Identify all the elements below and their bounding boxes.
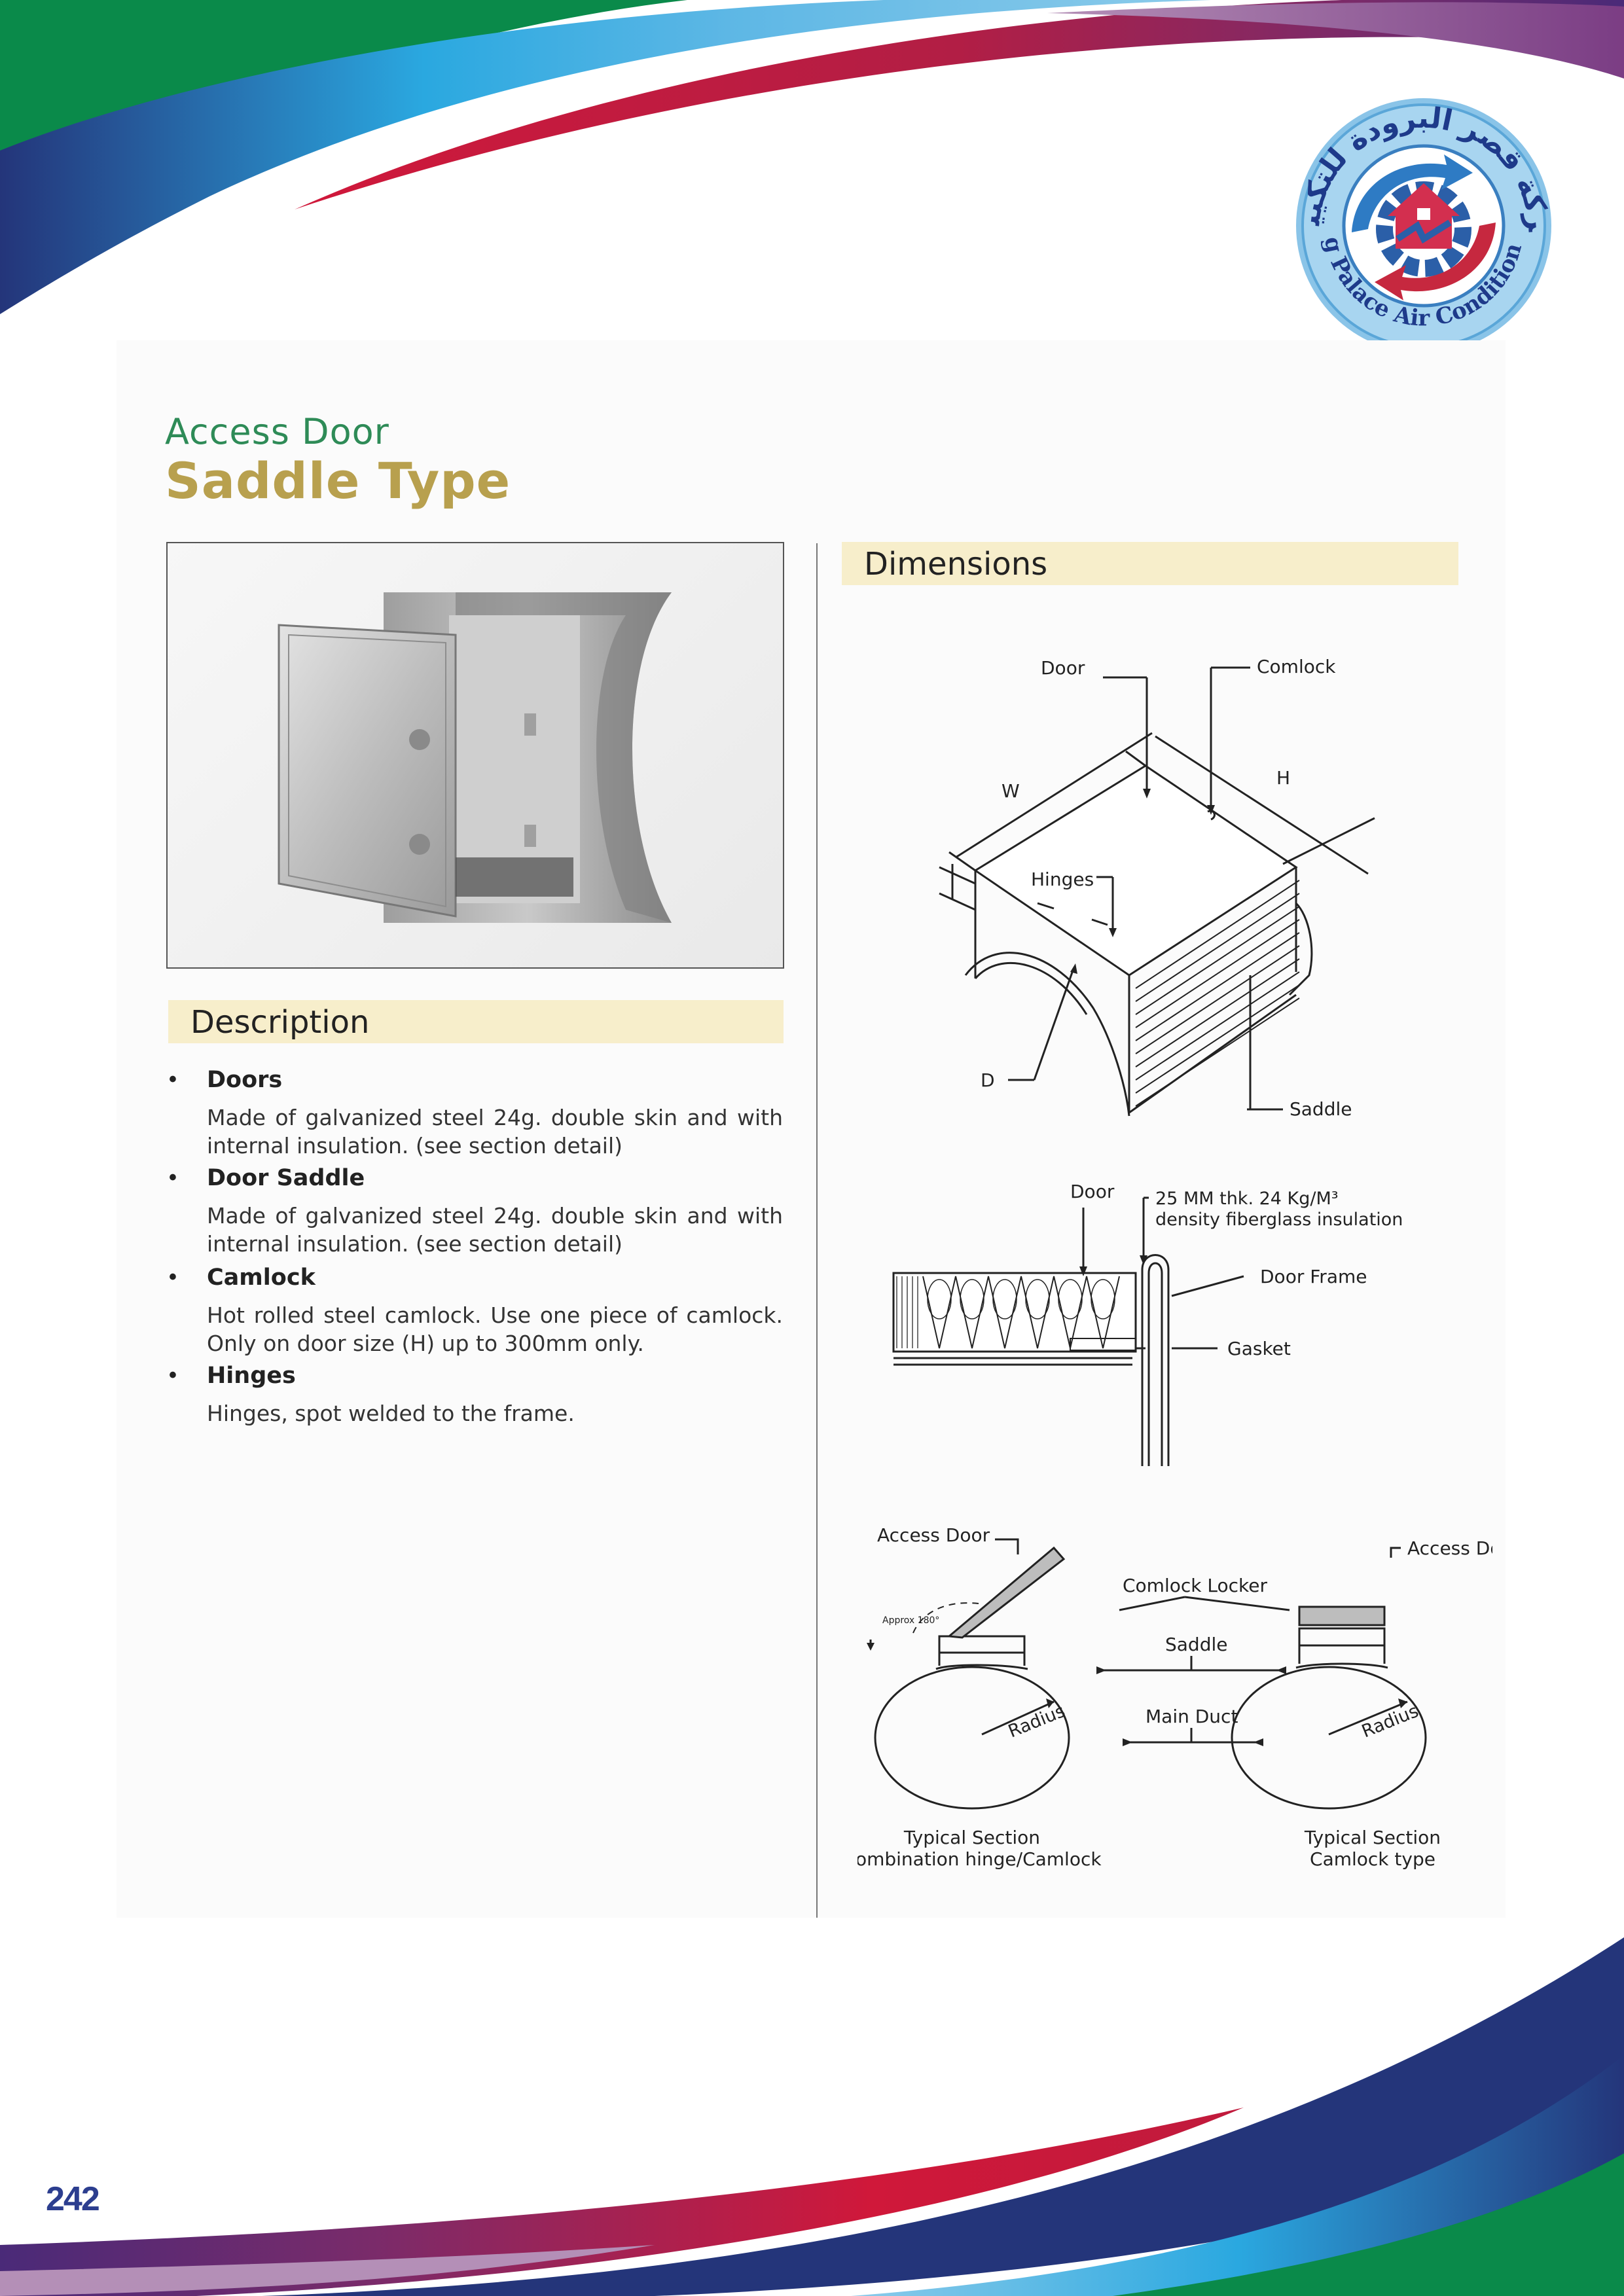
label-approx-angle: Approx 180° bbox=[882, 1615, 939, 1626]
label-h: H bbox=[1276, 767, 1290, 789]
label-comlock-locker: Comlock Locker bbox=[1123, 1575, 1267, 1596]
bullet-icon: • bbox=[169, 1363, 177, 1388]
label-gasket: Gasket bbox=[1227, 1338, 1291, 1359]
dimensions-header: Dimensions bbox=[842, 542, 1458, 585]
item-title: Doors bbox=[207, 1067, 283, 1093]
isometric-dimension-diagram: Door Comlock W H Hinges D Saddle bbox=[939, 656, 1375, 1120]
item-text: Hot rolled steel camlock. Use one piece … bbox=[207, 1302, 783, 1356]
caption-right-line1: Typical Section bbox=[1304, 1827, 1441, 1848]
description-header: Description bbox=[168, 1000, 784, 1043]
label-comlock: Comlock bbox=[1257, 656, 1336, 677]
header-swoosh bbox=[0, 0, 1624, 314]
item-title: Hinges bbox=[207, 1363, 296, 1389]
description-heading: Description bbox=[190, 1004, 370, 1041]
label-hinges: Hinges bbox=[1031, 869, 1094, 890]
column-divider bbox=[816, 543, 818, 1918]
dimensions-heading: Dimensions bbox=[864, 546, 1048, 583]
label-section-door: Door bbox=[1070, 1181, 1115, 1202]
label-insulation-line1: 25 MM thk. 24 Kg/M³ bbox=[1155, 1189, 1339, 1209]
item-text: Hinges, spot welded to the frame. bbox=[207, 1401, 575, 1426]
label-saddle-typ: Saddle bbox=[1165, 1634, 1227, 1655]
section-title: Access Door bbox=[165, 411, 389, 452]
company-logo: شركة قصر البرودة للتكييف Cooling Palace … bbox=[1290, 92, 1555, 353]
footer-swoosh bbox=[0, 1937, 1624, 2296]
label-saddle: Saddle bbox=[1290, 1098, 1352, 1120]
item-title: Camlock bbox=[207, 1265, 316, 1291]
section-detail-diagram: Door 25 MM thk. 24 Kg/M³ density fibergl… bbox=[892, 1181, 1403, 1466]
label-insulation-line2: density fiberglass insulation bbox=[1155, 1210, 1403, 1230]
page-number: 242 bbox=[46, 2180, 100, 2218]
bullet-icon: • bbox=[169, 1067, 177, 1092]
label-main-duct: Main Duct bbox=[1146, 1706, 1238, 1727]
typical-sections-diagram: Access Door Access Door Approx 180° Coml… bbox=[857, 1524, 1492, 1870]
house-gear-arrows-icon bbox=[1352, 154, 1496, 300]
label-w: W bbox=[1001, 780, 1020, 802]
label-access-door-left: Access Door bbox=[877, 1524, 990, 1546]
caption-left-line2: Combination hinge/Camlock bbox=[857, 1848, 1102, 1870]
item-text: Made of galvanized steel 24g. double ski… bbox=[207, 1203, 783, 1257]
product-title: Saddle Type bbox=[165, 452, 511, 510]
bullet-icon: • bbox=[169, 1165, 177, 1190]
label-door-frame: Door Frame bbox=[1260, 1266, 1367, 1287]
item-title: Door Saddle bbox=[207, 1165, 365, 1191]
label-radius-left: Radius bbox=[1005, 1701, 1068, 1742]
label-door: Door bbox=[1041, 657, 1085, 679]
access-door-photo-icon bbox=[278, 592, 672, 923]
bullet-icon: • bbox=[169, 1265, 177, 1289]
caption-right-line2: Camlock type bbox=[1310, 1848, 1435, 1870]
label-d: D bbox=[981, 1069, 995, 1091]
label-radius-right: Radius bbox=[1359, 1701, 1422, 1742]
item-text: Made of galvanized steel 24g. double ski… bbox=[207, 1105, 783, 1158]
product-photo bbox=[166, 542, 784, 969]
caption-left-line1: Typical Section bbox=[903, 1827, 1040, 1848]
label-access-door-right: Access Door bbox=[1407, 1537, 1492, 1559]
